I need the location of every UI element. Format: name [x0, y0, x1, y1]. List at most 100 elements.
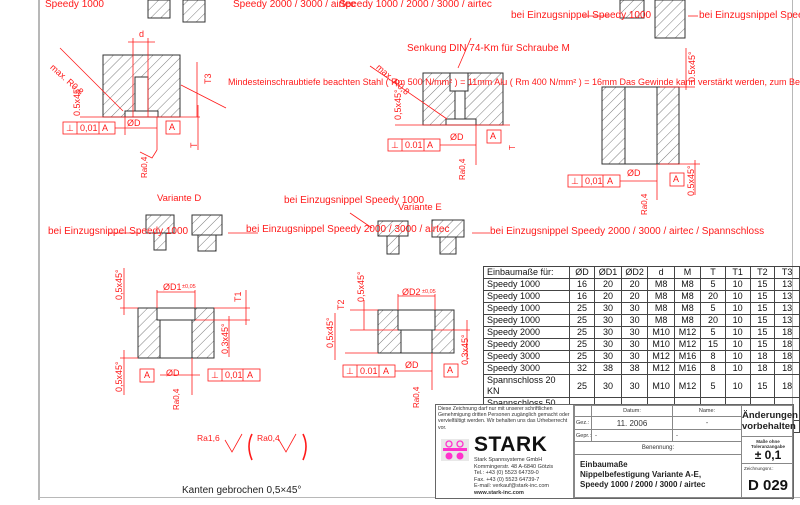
value-cell: 20: [594, 278, 622, 291]
chamfer-d-inner: 0,3x45°: [220, 323, 230, 354]
value-cell: 15: [749, 338, 776, 351]
value-cell: 16: [568, 290, 596, 303]
note-top-left: Speedy 1000: [45, 0, 104, 10]
col-header: ØD1: [594, 266, 622, 279]
tol-frame-e-datum: A: [383, 366, 390, 376]
row-label-cell: Spannschloss 20 KN: [483, 374, 570, 398]
dim-od2: ØD2: [402, 287, 421, 297]
gez-label: Gez.:: [574, 416, 592, 430]
value-cell: 25: [568, 350, 596, 363]
tolerance-label: Maße ohne Toleranzangabe: [751, 439, 785, 449]
value-cell: M8: [647, 302, 675, 315]
company-address: Kommingerstr. 48 A-6840 Götzis: [474, 463, 554, 470]
chamfer-c-bottom: 0.5x45°: [686, 165, 696, 196]
note-top-right-a: bei Einzugsnippel Speedy 1000: [511, 10, 652, 21]
company-fax: Fax. +43 (0) 5523 64739-7: [474, 476, 540, 483]
value-cell: 25: [568, 338, 596, 351]
value-cell: 15: [749, 302, 776, 315]
value-cell: 20: [620, 290, 649, 303]
value-cell: 18: [774, 326, 800, 339]
chamfer-e-inner: 0,3x45°: [460, 334, 470, 365]
value-cell: 30: [594, 314, 622, 327]
company-tel: Tel.: +43 (0) 5523 64739-0: [474, 470, 539, 476]
variante-d-left-note: bei Einzugsnippel Speedy 1000: [48, 226, 189, 237]
value-cell: 20: [594, 290, 622, 303]
surface-ra-general: Ra1,6: [197, 433, 220, 443]
gez-name: -: [672, 416, 742, 430]
col-header: ØD2: [620, 266, 649, 279]
tol-frame-d-value: 0,01: [225, 370, 243, 380]
tol-frame-c-symbol: ⊥: [571, 176, 579, 186]
dim-od1-tol: ±0,05: [182, 284, 196, 290]
gez-datum: 11. 2006: [591, 416, 673, 430]
value-cell: M12: [673, 338, 702, 351]
row-label-cell: Speedy 1000: [483, 302, 570, 315]
chamfer-e-top: 0,5x45°: [356, 271, 366, 302]
variante-d-title: Variante D: [157, 193, 202, 204]
tol-frame-c-value: 0,01: [585, 176, 603, 186]
drawing-title: Einbaumaße Nippelbefestigung Variante A-…: [580, 460, 706, 489]
col-header: T1: [724, 266, 751, 279]
value-cell: 5: [700, 302, 726, 315]
value-cell: 10: [724, 350, 751, 363]
value-cell: 10: [724, 326, 751, 339]
roughness-d: Ra0,4: [172, 388, 181, 410]
col-header: d: [647, 266, 675, 279]
value-cell: M8: [673, 302, 702, 315]
value-cell: 15: [749, 314, 776, 327]
note-top-right-b: bei Einzugsnippel Speedy 2000 / 3000: [699, 10, 800, 21]
tolerance-cell: Maße ohne Toleranzangabe ± 0,1: [741, 436, 793, 464]
value-cell: 10: [724, 278, 751, 291]
col-header: Einbaumaße für:: [483, 266, 570, 279]
tol-frame-a-datum: A: [102, 123, 109, 133]
value-cell: 5: [700, 326, 726, 339]
company-web: www.stark-inc.com: [474, 489, 524, 496]
value-cell: 13: [774, 314, 800, 327]
note-top-mid-a: Speedy 2000 / 3000 / airtec: [233, 0, 356, 10]
tol-frame-c-datum: A: [607, 176, 614, 186]
surface-ra-special: Ra0,4: [257, 433, 280, 443]
value-cell: M12: [647, 350, 675, 363]
value-cell: 10: [724, 362, 751, 375]
dim-d: d: [139, 29, 145, 39]
roughness-e: Ra0,4: [412, 386, 421, 408]
value-cell: 32: [568, 362, 596, 375]
tol-frame-a-value: 0,01: [80, 123, 98, 133]
datum-c: A: [673, 174, 680, 184]
datum-a: A: [169, 122, 176, 132]
tol-frame-e-symbol: ⊥: [346, 366, 354, 376]
dim-od-c: ØD: [627, 168, 641, 178]
variante-e-title: Variante E: [398, 202, 442, 213]
row-label-cell: Speedy 2000: [483, 338, 570, 351]
value-cell: 18: [749, 350, 776, 363]
value-cell: M12: [673, 326, 702, 339]
value-cell: 20: [620, 278, 649, 291]
value-cell: 5: [700, 278, 726, 291]
dim-od-a: ØD: [127, 118, 141, 128]
row-label-cell: Speedy 3000: [483, 362, 570, 375]
roughness-a: Ra0,4: [140, 156, 149, 178]
tol-frame-e-value: 0.01: [360, 366, 378, 376]
chamfer-d-bottom: 0,5x45°: [114, 361, 124, 392]
value-cell: M16: [673, 350, 702, 363]
value-cell: 30: [594, 326, 622, 339]
value-cell: 15: [749, 326, 776, 339]
value-cell: 38: [620, 362, 649, 375]
benennung-label: Benennung:: [574, 441, 742, 455]
value-cell: M12: [673, 374, 702, 398]
note-top-mid-b: Speedy 1000 / 2000 / 3000 / airtec: [339, 0, 492, 10]
drawing-number: D 029: [747, 477, 789, 494]
company-email: E-mail: verkauf@stark-inc.com: [474, 483, 549, 489]
value-cell: 15: [700, 338, 726, 351]
dim-od-b: ØD: [450, 132, 464, 142]
value-cell: 30: [620, 338, 649, 351]
row-label-cell: Speedy 2000: [483, 326, 570, 339]
company-name: Stark Spannsysteme GmbH: [474, 457, 543, 463]
value-cell: 15: [749, 374, 776, 398]
tol-frame-d-datum: A: [247, 370, 254, 380]
